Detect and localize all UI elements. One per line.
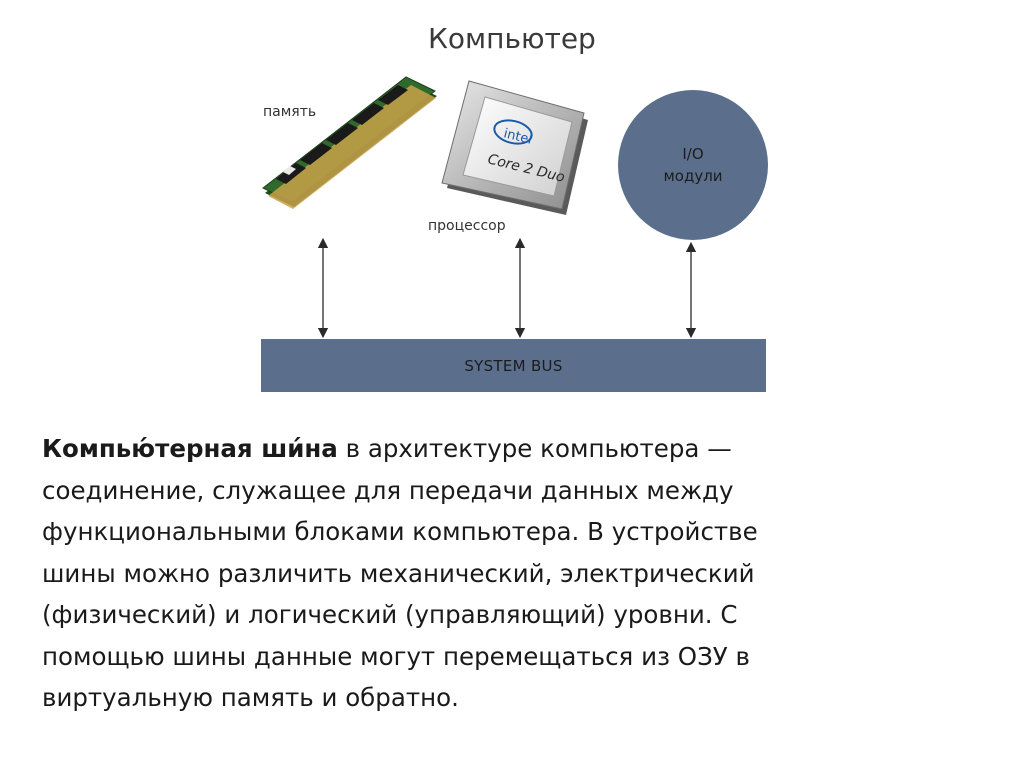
io-label-line2: модули bbox=[663, 167, 723, 185]
cpu-brand-text: intel bbox=[502, 126, 533, 147]
paragraph-line: соединение, служащее для передачи данных… bbox=[42, 475, 734, 505]
paragraph-line: функциональными блоками компьютера. В ус… bbox=[42, 517, 758, 546]
cpu-label: процессор bbox=[428, 218, 506, 234]
definition-term: Компью́терная ши́на bbox=[42, 434, 338, 463]
paragraph-line: помощью шины данные могут перемещаться и… bbox=[42, 641, 750, 671]
diagram-title: Компьютер bbox=[428, 22, 596, 55]
system-bus-label: SYSTEM BUS bbox=[464, 356, 563, 375]
paragraph-line: виртуальную память и обратно. bbox=[42, 683, 459, 712]
diagram-graphics: intel Core 2 Duo bbox=[262, 76, 697, 339]
io-modules-node: I/O модули bbox=[618, 90, 768, 240]
io-label-line1: I/O bbox=[682, 145, 704, 163]
paragraph-line: шины можно различить механический, элект… bbox=[42, 558, 755, 588]
paragraph-line-1: Компью́терная ши́на в архитектуре компью… bbox=[42, 428, 992, 470]
cpu-image: intel Core 2 Duo bbox=[441, 80, 588, 215]
memory-label: память bbox=[263, 104, 317, 120]
memory-module-image bbox=[262, 76, 437, 209]
paragraph-line: (физический) и логический (управляющий) … bbox=[42, 600, 738, 629]
system-bus: SYSTEM BUS bbox=[261, 339, 766, 392]
description-paragraph: Компью́терная ши́на в архитектуре компью… bbox=[42, 428, 992, 719]
definition-lead: в архитектуре компьютера — bbox=[337, 434, 732, 463]
